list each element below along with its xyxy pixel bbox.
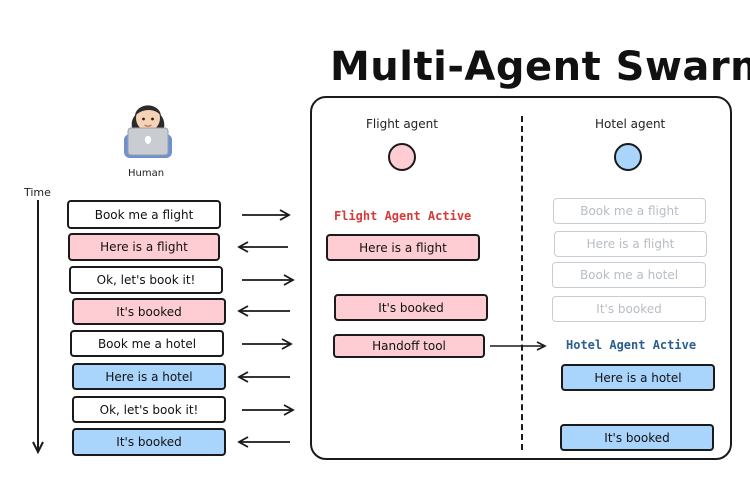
- hotel-agent-inactive-message: It's booked: [552, 296, 706, 322]
- agents-panel: [310, 96, 732, 460]
- flight-agent-message: It's booked: [334, 294, 488, 321]
- agent-message: It's booked: [72, 298, 226, 325]
- agent-message: Here is a hotel: [72, 363, 226, 390]
- hotel-agent-inactive-message: Book me a flight: [553, 198, 706, 224]
- human-emoji-icon: [124, 105, 172, 158]
- message-arrows: [237, 209, 295, 448]
- diagram-title: Multi-Agent Swarm: [330, 44, 750, 90]
- hotel-agent-message: It's booked: [560, 424, 714, 451]
- agents-divider: [521, 116, 523, 450]
- flight-agent-status: Flight Agent Active: [334, 209, 472, 223]
- flight-agent-message: Here is a flight: [326, 234, 480, 261]
- human-message: Book me a flight: [67, 200, 221, 229]
- flight-agent-label: Flight agent: [366, 117, 438, 131]
- time-label: Time: [24, 186, 51, 199]
- time-arrow: [32, 200, 44, 455]
- handoff-tool-box: Handoff tool: [333, 334, 485, 358]
- agent-message: It's booked: [72, 428, 226, 456]
- human-message: Book me a hotel: [70, 330, 224, 357]
- human-label: Human: [128, 168, 165, 179]
- hotel-agent-label: Hotel agent: [595, 117, 666, 131]
- hotel-agent-icon: [614, 143, 642, 171]
- hotel-agent-inactive-message: Book me a hotel: [552, 262, 706, 288]
- flight-agent-icon: [388, 143, 416, 171]
- human-message: Ok, let's book it!: [72, 396, 226, 423]
- hotel-agent-message: Here is a hotel: [561, 364, 715, 391]
- handoff-arrow: [490, 341, 547, 351]
- hotel-agent-status: Hotel Agent Active: [566, 338, 697, 352]
- agent-message: Here is a flight: [68, 233, 220, 261]
- human-message: Ok, let's book it!: [69, 266, 223, 294]
- hotel-agent-inactive-message: Here is a flight: [554, 231, 707, 257]
